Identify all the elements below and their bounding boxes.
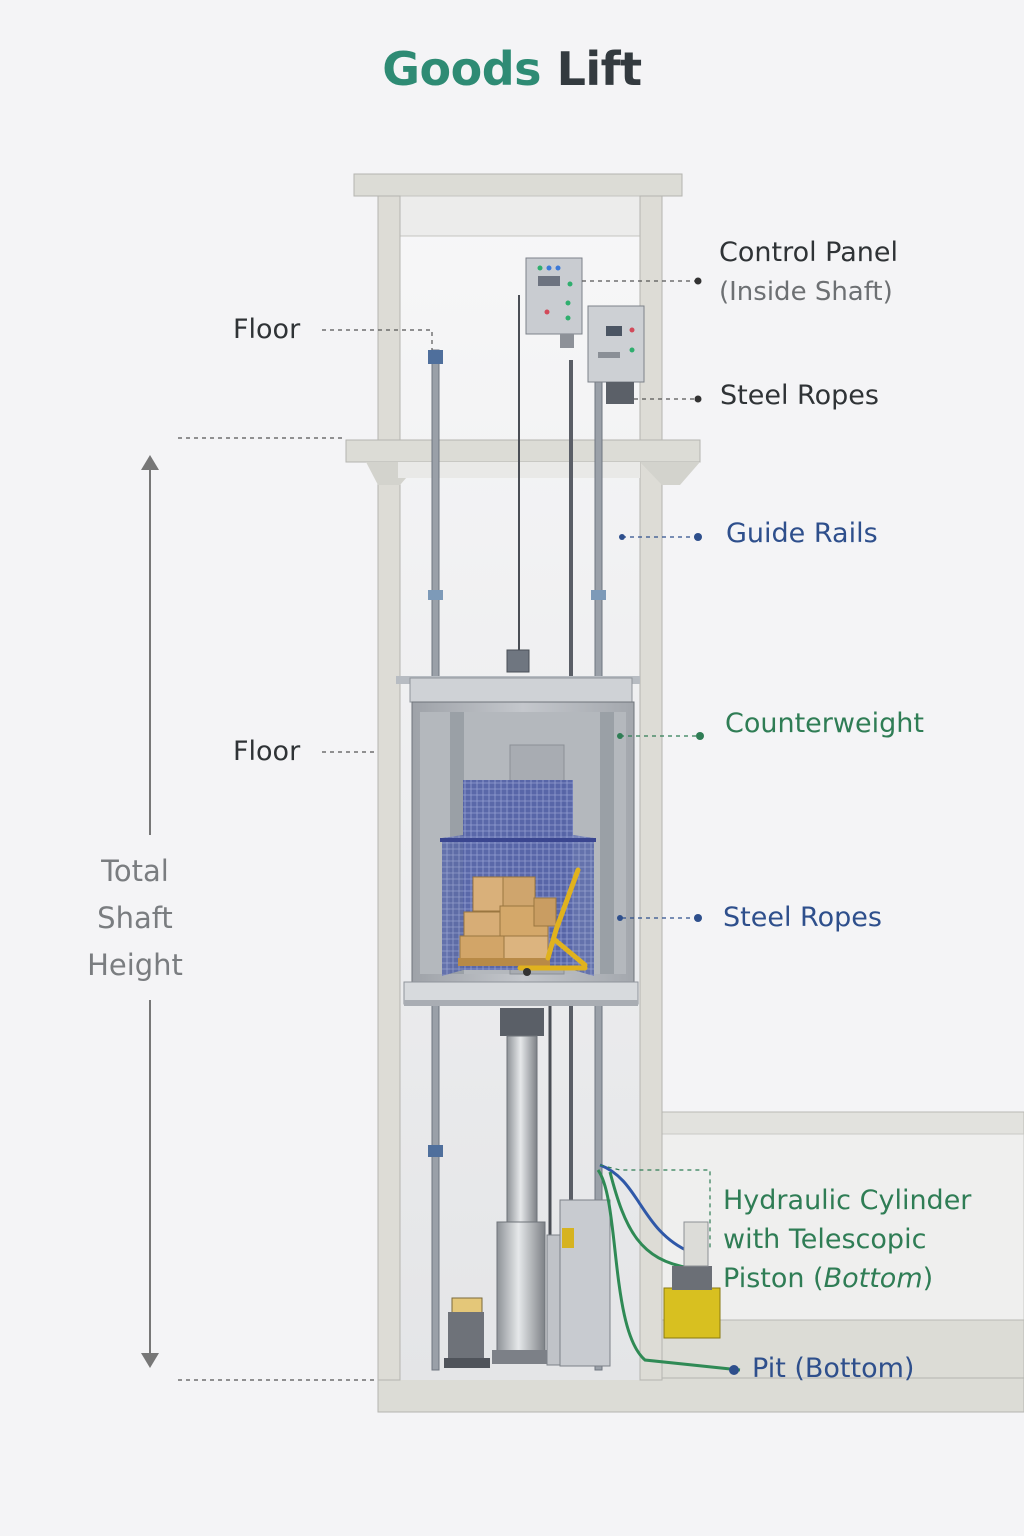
pallet-jack <box>517 867 588 971</box>
label-total-line2: Shaft <box>97 900 173 935</box>
pit-buffer <box>444 1297 490 1368</box>
cargo-boxes <box>459 876 557 961</box>
pit-slab <box>377 1377 1024 1413</box>
page-title: Goods Lift <box>0 42 1024 96</box>
shaft-top-cap <box>353 173 683 237</box>
title-word-lift: Lift <box>556 42 643 96</box>
label-control-panel-sub: (Inside Shaft) <box>719 277 893 307</box>
label-hydraulic-line3-a: Piston ( <box>723 1263 824 1294</box>
label-total-line3: Height <box>87 947 183 982</box>
label-control-panel: Control Panel <box>719 237 899 268</box>
label-guide-rails: Guide Rails <box>726 518 878 549</box>
label-steel-ropes-top: Steel Ropes <box>720 380 879 411</box>
label-hydraulic-line3-c: ) <box>922 1263 934 1294</box>
title-word-goods: Goods <box>382 42 542 96</box>
control-panel-secondary <box>587 305 645 404</box>
label-floor-mid: Floor <box>233 736 301 767</box>
label-floor-top: Floor <box>233 314 301 345</box>
leader-lines-green <box>599 735 711 1250</box>
label-total-line1: Total <box>101 854 169 888</box>
hydraulic-pump-unit <box>663 1221 721 1339</box>
car-platform <box>403 981 639 1006</box>
pallet-jack-wheel <box>523 968 531 976</box>
leader-lines <box>178 280 696 1381</box>
label-hydraulic-line3: Piston (Bottom) <box>723 1262 933 1296</box>
hydraulic-tank <box>546 1199 611 1367</box>
label-counterweight: Counterweight <box>725 708 924 739</box>
label-hydraulic-line2: with Telescopic <box>723 1224 927 1255</box>
hydraulic-hoses <box>596 1163 741 1372</box>
shaft-wall-right <box>639 195 663 1381</box>
label-pit: Pit (Bottom) <box>752 1353 915 1384</box>
label-hydraulic-line1: Hydraulic Cylinder <box>723 1185 972 1216</box>
car-top-frame <box>396 649 640 703</box>
label-total-shaft-height: Total Shaft Height <box>70 848 200 989</box>
shaft-wall-left <box>377 195 401 1381</box>
leader-dots <box>617 277 739 1375</box>
total-height-arrow <box>141 455 159 1368</box>
pallet <box>458 958 550 966</box>
label-hydraulic-line3-b: Bottom <box>823 1263 923 1294</box>
hydraulic-cylinder <box>492 1008 550 1364</box>
control-panel-main <box>525 257 583 348</box>
label-steel-ropes-mid: Steel Ropes <box>723 902 882 933</box>
